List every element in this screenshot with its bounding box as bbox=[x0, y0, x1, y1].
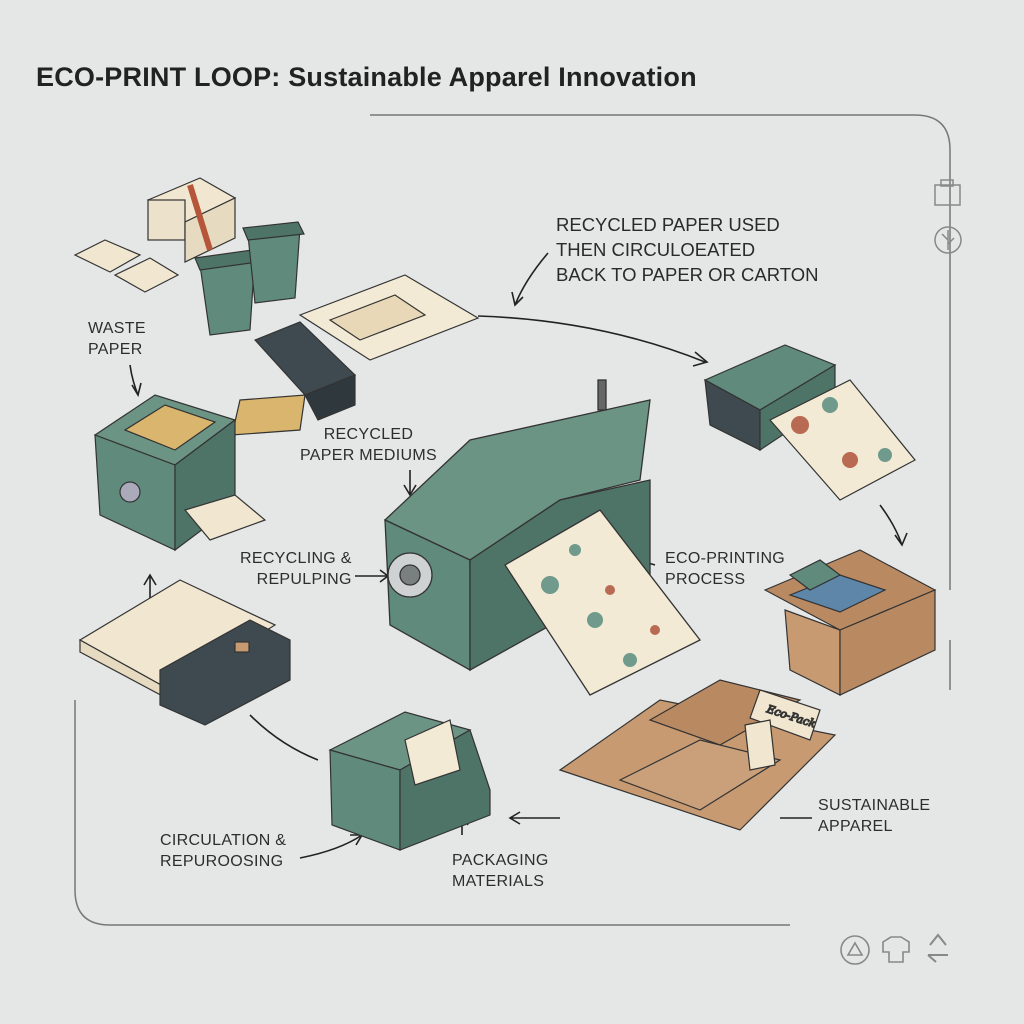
recycled-paper-note: RECYCLED PAPER USED THEN CIRCULOEATED BA… bbox=[556, 212, 819, 287]
note-line: RECYCLED PAPER USED bbox=[556, 214, 780, 235]
cardboard-packaging: Eco-Pack bbox=[558, 679, 837, 831]
fabric-printer bbox=[703, 344, 916, 501]
label-line: RECYCLED bbox=[323, 426, 414, 443]
waste-paper-stacks bbox=[73, 177, 237, 293]
label-line: APPAREL bbox=[818, 818, 893, 835]
label-line: PROCESS bbox=[665, 571, 746, 588]
packaging-printer bbox=[328, 711, 491, 851]
tshirt-cycle-icon bbox=[882, 936, 910, 963]
label-recycled-paper-mediums: RECYCLED PAPER MEDIUMS bbox=[300, 424, 437, 466]
frame-border bbox=[74, 114, 951, 926]
label-recycling-repulping: RECYCLING & REPULPING bbox=[240, 548, 352, 590]
label-eco-printing-process: ECO-PRINTING PROCESS bbox=[665, 548, 785, 590]
label-line: WASTE bbox=[88, 320, 146, 337]
label-line: PAPER bbox=[88, 341, 143, 358]
label-line: REPUROOSING bbox=[160, 853, 284, 870]
label-line: RECYCLING & bbox=[240, 550, 352, 567]
label-line: REPULPING bbox=[256, 571, 352, 588]
label-sustainable-apparel: SUSTAINABLE APPAREL bbox=[818, 795, 930, 837]
label-line: ECO-PRINTING bbox=[665, 550, 786, 567]
printer-icon bbox=[934, 179, 961, 206]
apparel-box bbox=[763, 549, 937, 696]
note-line: THEN CIRCULOEATED bbox=[556, 239, 756, 260]
eco-printing-machine bbox=[383, 379, 701, 696]
repulping-machine bbox=[93, 394, 267, 552]
paper-sheet-printer bbox=[78, 579, 291, 726]
label-line: PACKAGING bbox=[452, 852, 549, 869]
label-line: SUSTAINABLE bbox=[818, 797, 931, 814]
label-circulation-repurposing: CIRCULATION & REPUROOSING bbox=[160, 830, 286, 872]
leaf-icon bbox=[934, 226, 962, 254]
label-line: CIRCULATION & bbox=[160, 832, 287, 849]
page-title: ECO-PRINT LOOP: Sustainable Apparel Inno… bbox=[36, 62, 697, 92]
recycling-bins bbox=[194, 221, 305, 336]
flow-arrows bbox=[129, 252, 908, 859]
label-line: MATERIALS bbox=[452, 873, 545, 890]
label-waste-paper: WASTE PAPER bbox=[88, 318, 146, 360]
note-line: BACK TO PAPER OR CARTON bbox=[556, 264, 819, 285]
recycle-arrows-icon bbox=[927, 933, 948, 963]
paper-cutter bbox=[231, 274, 480, 436]
label-line: PAPER MEDIUMS bbox=[300, 447, 437, 464]
recycle-icon bbox=[840, 935, 870, 965]
label-packaging-materials: PACKAGING MATERIALS bbox=[452, 850, 549, 892]
